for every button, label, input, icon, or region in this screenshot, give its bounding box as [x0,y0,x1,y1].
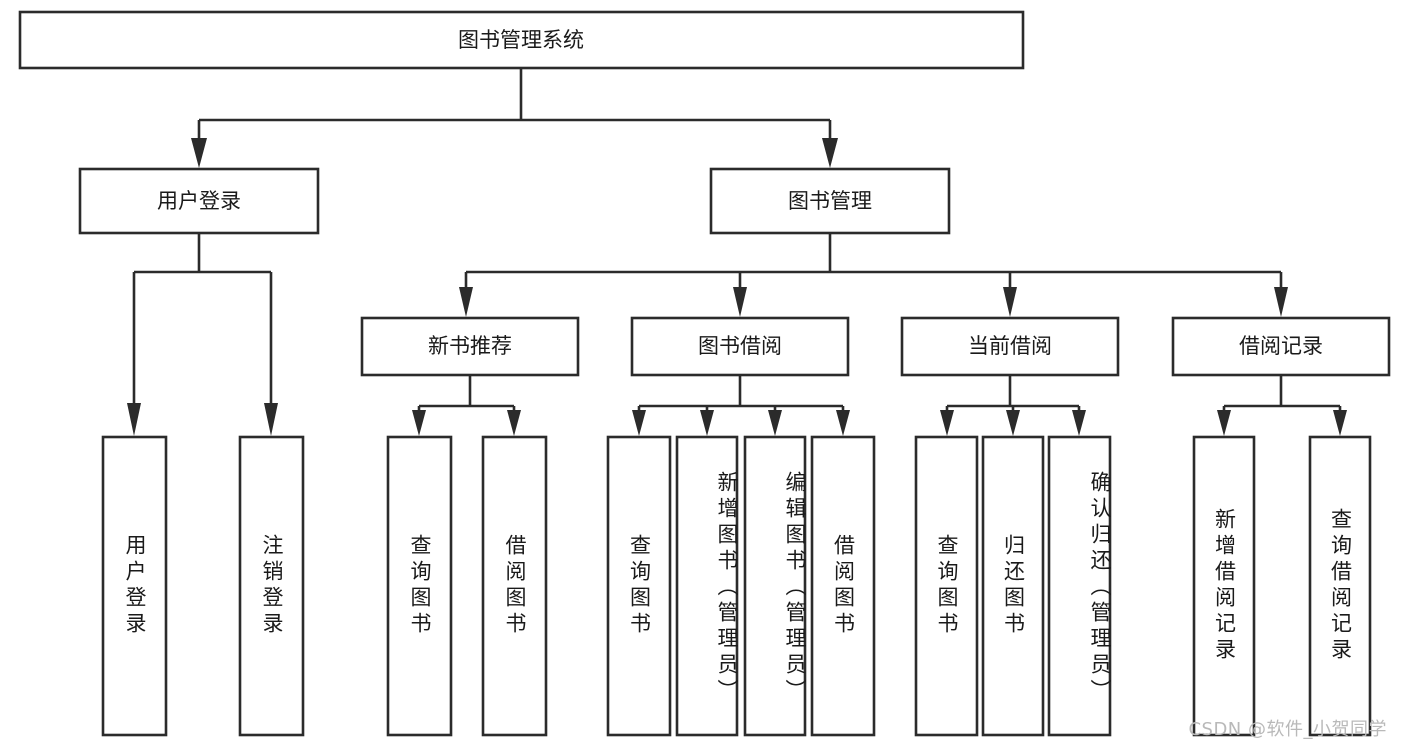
arrow-head-leaf-current-borrow-3 [1072,410,1086,436]
leaf-box-book-borrow-3[interactable] [743,435,807,737]
csdn-watermark: CSDN @软件_小贺同学 [1188,719,1387,740]
node-book-borrow[interactable]: 图书借阅 [630,316,850,377]
node-current-borrow-box[interactable] [900,316,1120,377]
arrow-head-new-book-recommend [459,287,473,317]
leaf-box-current-borrow-3[interactable] [1047,435,1112,737]
arrow-head-leaf-user-login-1 [127,403,141,436]
node-root-label: 图书管理系统 [458,28,584,52]
arrow-head-leaf-book-borrow-4 [836,410,850,436]
node-root-box[interactable] [18,10,1025,70]
leaf-box-borrow-record-2[interactable] [1308,435,1372,737]
leaf-box-user-login-1[interactable] [101,435,168,737]
arrow-head-book-borrow [733,287,747,317]
node-borrow-record-label: 借阅记录 [1239,334,1323,358]
arrow-head-leaf-new-book-2 [507,410,521,436]
node-book-manage[interactable]: 图书管理 [709,167,951,235]
leaf-box-current-borrow-1[interactable] [914,435,979,737]
arrow-head-leaf-book-borrow-3 [768,410,782,436]
leaf-box-borrow-record-1[interactable] [1192,435,1256,737]
arrow-head-leaf-current-borrow-1 [940,410,954,436]
node-new-book-recommend-label: 新书推荐 [428,334,512,358]
arrow-head-borrow-record [1274,287,1288,317]
arrow-head-leaf-user-login-2 [264,403,278,436]
node-user-login[interactable]: 用户登录 [78,167,320,235]
leaf-box-user-login-2[interactable] [238,435,305,737]
node-user-login-label: 用户登录 [157,189,241,213]
node-book-manage-label: 图书管理 [788,189,872,213]
leaf-box-current-borrow-2[interactable] [981,435,1045,737]
node-current-borrow-label: 当前借阅 [968,334,1052,358]
arrow-head-leaf-current-borrow-2 [1006,410,1020,436]
arrow-head-leaf-borrow-record-2 [1333,410,1347,436]
node-user-login-box[interactable] [78,167,320,235]
node-book-manage-box[interactable] [709,167,951,235]
arrow-head-book-manage [822,138,838,168]
leaf-box-book-borrow-1[interactable] [606,435,672,737]
arrow-head-leaf-new-book-1 [412,410,426,436]
node-current-borrow[interactable]: 当前借阅 [900,316,1120,377]
arrow-head-leaf-book-borrow-2 [700,410,714,436]
arrow-head-user-login [191,138,207,168]
node-root[interactable]: 图书管理系统 [18,10,1025,70]
node-book-borrow-box[interactable] [630,316,850,377]
leaf-box-new-book-2[interactable] [481,435,548,737]
node-new-book-recommend[interactable]: 新书推荐 [360,316,580,377]
arrow-head-current-borrow [1003,287,1017,317]
leaf-box-book-borrow-2[interactable] [675,435,739,737]
arrow-head-leaf-book-borrow-1 [632,410,646,436]
leaf-box-book-borrow-4[interactable] [810,435,876,737]
node-borrow-record-box[interactable] [1171,316,1391,377]
node-new-book-recommend-box[interactable] [360,316,580,377]
arrow-head-leaf-borrow-record-1 [1217,410,1231,436]
node-borrow-record[interactable]: 借阅记录 [1171,316,1391,377]
node-book-borrow-label: 图书借阅 [698,334,782,358]
leaf-box-new-book-1[interactable] [386,435,453,737]
